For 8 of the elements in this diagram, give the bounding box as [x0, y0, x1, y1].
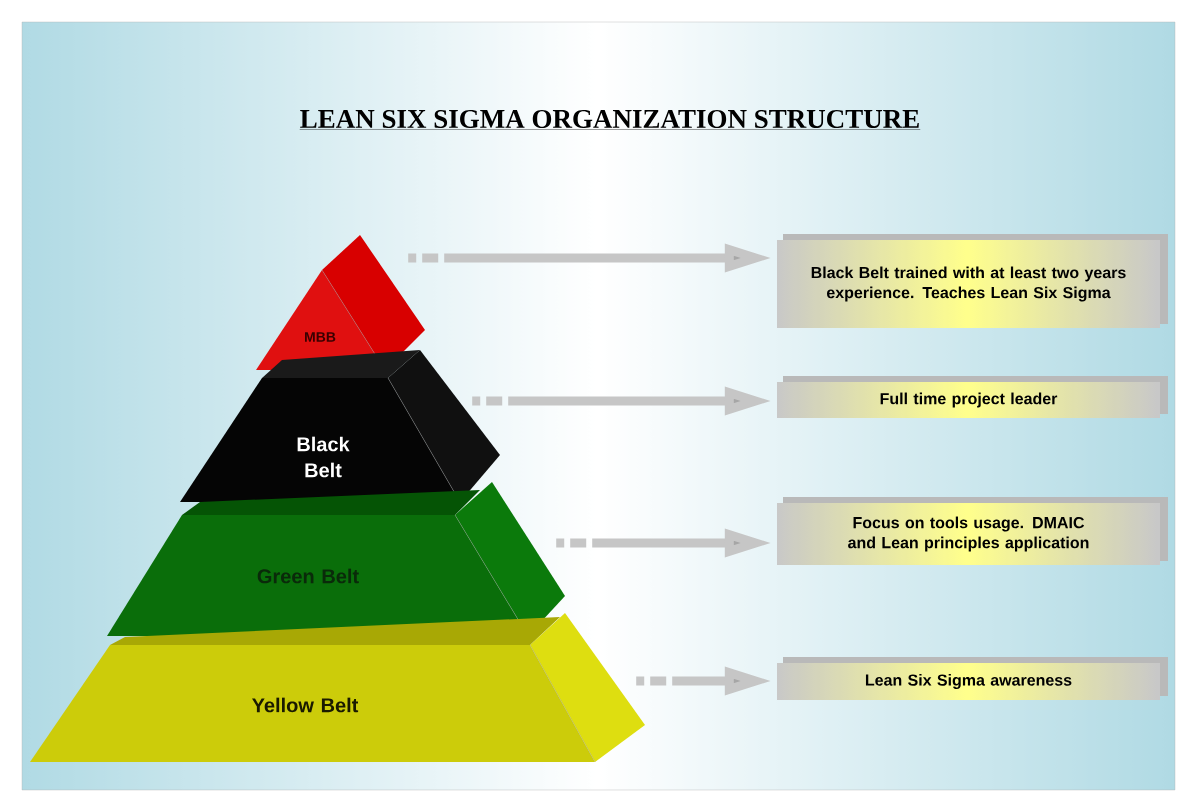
pyramid-level: Yellow Belt: [30, 613, 645, 763]
description-box: Lean Six Sigma awareness: [777, 657, 1168, 700]
pyramid-level: Black Belt: [180, 350, 500, 503]
description-box: Focus on tools usage. DMAIC and Lean principles application: [777, 497, 1168, 565]
pyramid-level: Green Belt: [107, 482, 565, 637]
description-box: Black Belt trained with at least two years experience. Teaches Lean Six Sigma: [777, 234, 1168, 328]
title: LEAN SIX SIGMA ORGANIZATION STRUCTURE: [299, 109, 921, 130]
description-box: Full time project leader: [777, 376, 1168, 418]
